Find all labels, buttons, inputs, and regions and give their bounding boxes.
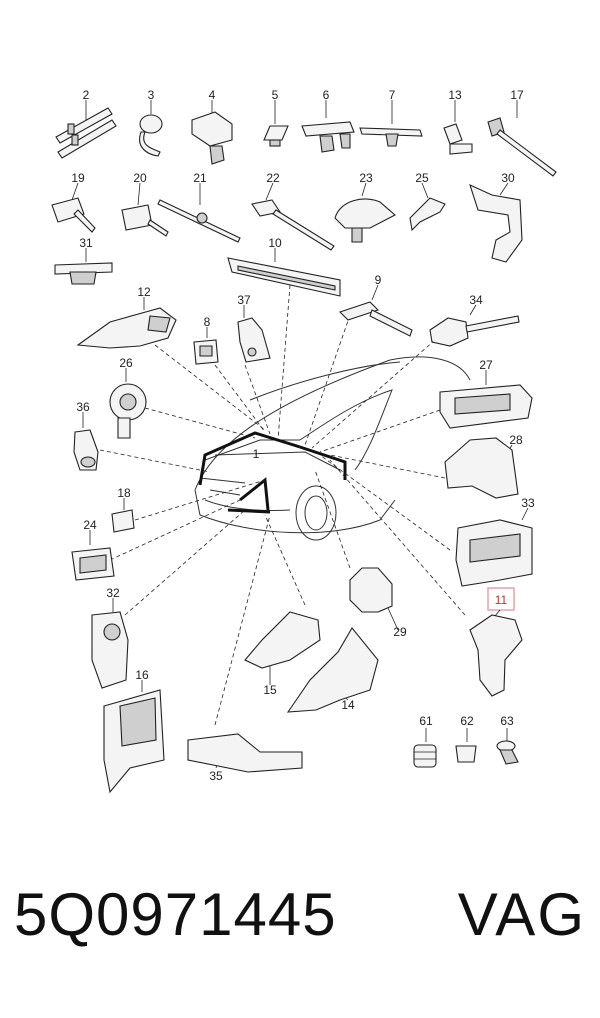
leader-lines — [99, 284, 466, 726]
part-35-duct — [187, 733, 303, 773]
callout-21: 21 — [193, 171, 207, 185]
part-15-bracket — [244, 611, 321, 685]
callout-16: 16 — [135, 668, 149, 682]
part-16-bracket — [103, 680, 165, 794]
part-21-cable-tie — [157, 183, 241, 243]
part-29-clip — [349, 567, 399, 631]
part-2-cable-clips — [55, 100, 117, 159]
part-25-clip — [409, 182, 446, 232]
part-61-grommet — [413, 728, 437, 768]
part-17-cable-tie — [487, 100, 557, 177]
callout-5: 5 — [272, 88, 279, 102]
callout-4: 4 — [209, 88, 216, 102]
part-27-cover — [439, 370, 533, 429]
callout-12: 12 — [137, 285, 151, 299]
part-62-nut — [455, 728, 477, 763]
callout-13: 13 — [448, 88, 462, 102]
part-36-bracket — [73, 412, 99, 471]
part-31-holder — [54, 248, 113, 285]
callout-63: 63 — [500, 714, 514, 728]
footer: 5Q0971445 VAG — [0, 880, 600, 990]
part-32-bracket — [91, 598, 129, 689]
callout-1: 1 — [253, 447, 260, 461]
callout-10: 10 — [268, 236, 282, 250]
callout-labels: 2 3 4 5 6 7 13 17 19 20 21 22 23 25 30 3… — [71, 88, 535, 783]
part-37-bracket — [237, 305, 271, 363]
part-26-horn — [109, 368, 147, 439]
callout-26: 26 — [119, 356, 133, 370]
callout-32: 32 — [106, 586, 120, 600]
part-14-bracket — [286, 627, 379, 713]
callout-61: 61 — [419, 714, 433, 728]
car-outline — [194, 356, 471, 541]
callout-9: 9 — [375, 273, 382, 287]
callout-34: 34 — [469, 293, 483, 307]
callout-2: 2 — [83, 88, 90, 102]
callout-36: 36 — [76, 400, 90, 414]
part-33-bracket — [455, 507, 533, 587]
part-3-ring-clip — [139, 100, 163, 157]
part-9-bracket — [338, 284, 413, 337]
part-number: 5Q0971445 — [14, 881, 337, 948]
part-34-bracket — [429, 304, 520, 347]
part-11-bracket-highlighted — [469, 587, 523, 697]
brand-label: VAG — [457, 881, 586, 948]
part-5-clip — [263, 100, 289, 147]
part-30-bracket — [469, 182, 523, 263]
callout-20: 20 — [133, 171, 147, 185]
callout-35: 35 — [209, 769, 223, 783]
part-63-screw — [496, 728, 519, 765]
part-28-bracket — [444, 437, 519, 499]
callout-33: 33 — [521, 496, 535, 510]
callout-62: 62 — [460, 714, 474, 728]
callout-29: 29 — [393, 625, 407, 639]
callout-22: 22 — [266, 171, 280, 185]
part-13-clip — [443, 100, 473, 155]
callout-37: 37 — [237, 293, 251, 307]
callout-27: 27 — [479, 358, 493, 372]
part-22-cable-tie — [251, 182, 335, 251]
callout-18: 18 — [117, 486, 131, 500]
part-23-bracket — [334, 182, 396, 243]
callout-11: 11 — [495, 593, 508, 607]
callout-24: 24 — [83, 518, 97, 532]
callout-14: 14 — [341, 698, 355, 712]
callout-19: 19 — [71, 171, 85, 185]
callout-8: 8 — [204, 315, 211, 329]
part-19-clip — [51, 182, 96, 233]
callout-30: 30 — [501, 171, 515, 185]
callout-3: 3 — [148, 88, 155, 102]
callout-28: 28 — [509, 433, 523, 447]
part-8-holder — [193, 327, 219, 365]
part-10-cable-duct — [227, 248, 341, 297]
part-24-bracket — [71, 530, 115, 581]
callout-15: 15 — [263, 683, 277, 697]
callout-25: 25 — [415, 171, 429, 185]
callout-23: 23 — [359, 171, 373, 185]
part-12-bracket — [76, 297, 177, 349]
part-4-clip-fastener — [191, 100, 233, 165]
part-7-cable-tie-mount — [359, 100, 423, 147]
part-18-clip — [111, 498, 135, 533]
part-6-push-clip — [301, 100, 355, 153]
part-11-highlight-box — [487, 587, 515, 611]
part-20-clip — [121, 182, 169, 237]
parts-diagram: 2 3 4 5 6 7 13 17 19 20 21 22 23 25 30 3… — [51, 88, 557, 794]
callout-17: 17 — [510, 88, 524, 102]
callout-7: 7 — [389, 88, 396, 102]
callout-31: 31 — [79, 236, 93, 250]
callout-6: 6 — [323, 88, 330, 102]
